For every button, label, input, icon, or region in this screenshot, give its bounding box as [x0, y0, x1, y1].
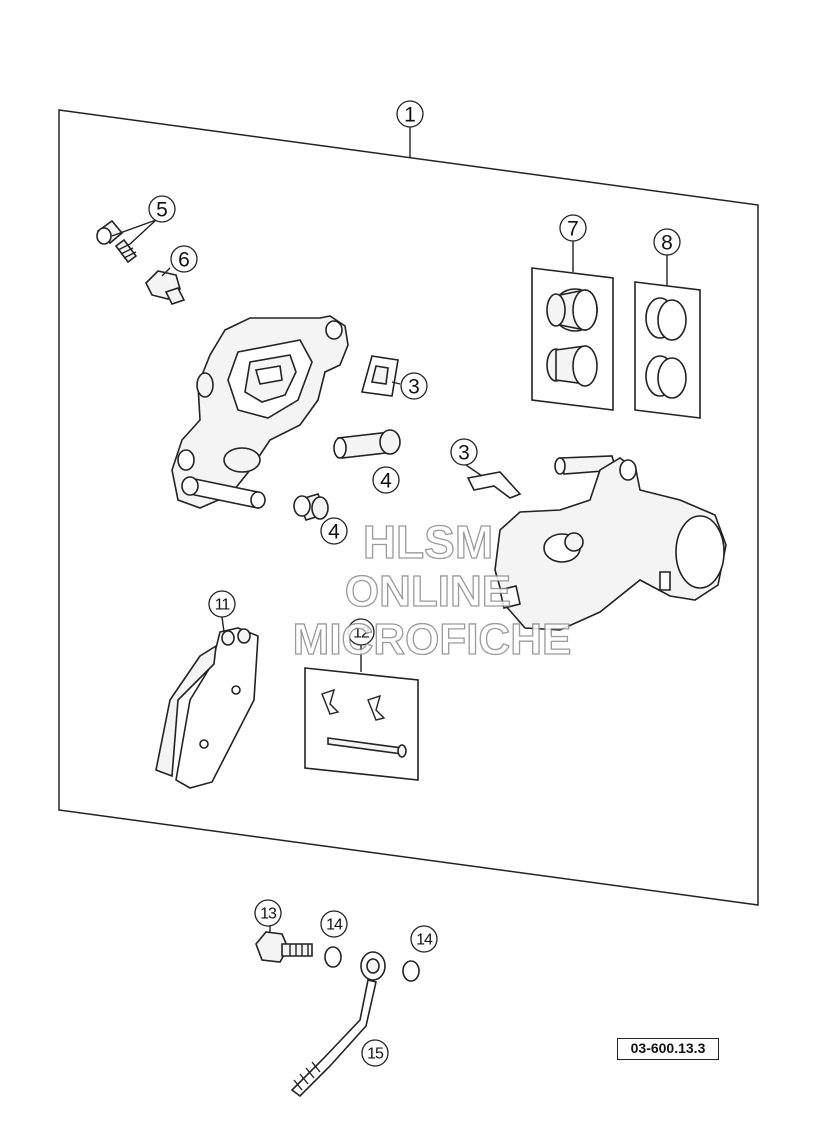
callout-label: 13 [260, 906, 277, 923]
caliper-bracket-part [494, 455, 727, 631]
guide-sleeve-part [293, 493, 329, 521]
callout-label: 4 [380, 470, 392, 493]
callout-11: 11 [208, 590, 236, 618]
seal-kit-part [634, 281, 701, 419]
callout-1: 1 [396, 100, 424, 128]
washer-part [324, 946, 342, 968]
callout-label: 4 [328, 521, 340, 544]
callout-label: 3 [408, 376, 420, 399]
callout-14-right: 14 [410, 925, 438, 953]
bleeder-cap-part [145, 267, 186, 305]
callout-3-right: 3 [450, 438, 478, 466]
callout-label: 12 [353, 625, 370, 642]
callout-6: 6 [170, 245, 198, 273]
callout-8: 8 [653, 228, 681, 256]
callout-4-upper: 4 [372, 466, 400, 494]
callout-label: 14 [326, 917, 343, 934]
piston-kit-part [531, 267, 614, 411]
callout-5: 5 [148, 195, 176, 223]
callout-label: 15 [367, 1046, 384, 1063]
callout-4-lower: 4 [320, 517, 348, 545]
assembly-boundary [58, 109, 759, 906]
callout-3-upper: 3 [400, 372, 428, 400]
callout-label: 7 [567, 218, 579, 241]
brake-caliper-body [171, 315, 349, 509]
callout-label: 6 [178, 249, 190, 272]
callout-label: 5 [156, 199, 168, 222]
brake-line-part [290, 951, 386, 1098]
watermark-line-2: ONLINE [345, 567, 511, 616]
pad-spring-part [360, 355, 399, 397]
callout-14-left: 14 [320, 910, 348, 938]
bleeder-valve-part [96, 219, 138, 264]
watermark-line-3: MICROFICHE [293, 615, 572, 664]
callout-label: 8 [661, 232, 673, 255]
watermark-line-1: HLSM [363, 516, 493, 568]
callout-label: 3 [458, 442, 470, 465]
diagram-reference-code: 03-600.13.3 [617, 1038, 719, 1060]
callout-12: 12 [347, 618, 375, 646]
banjo-bolt-part [255, 931, 313, 963]
callout-13: 13 [254, 899, 282, 927]
washer-part [402, 960, 420, 982]
callout-label: 1 [404, 104, 416, 127]
callout-15: 15 [361, 1039, 389, 1067]
callout-7: 7 [559, 214, 587, 242]
callout-label: 11 [215, 597, 231, 614]
guide-pin-part [333, 429, 401, 459]
callout-label: 14 [416, 932, 433, 949]
pad-retainer-part [466, 471, 522, 499]
brake-pads-part [155, 627, 259, 789]
pin-kit-part [304, 667, 419, 781]
